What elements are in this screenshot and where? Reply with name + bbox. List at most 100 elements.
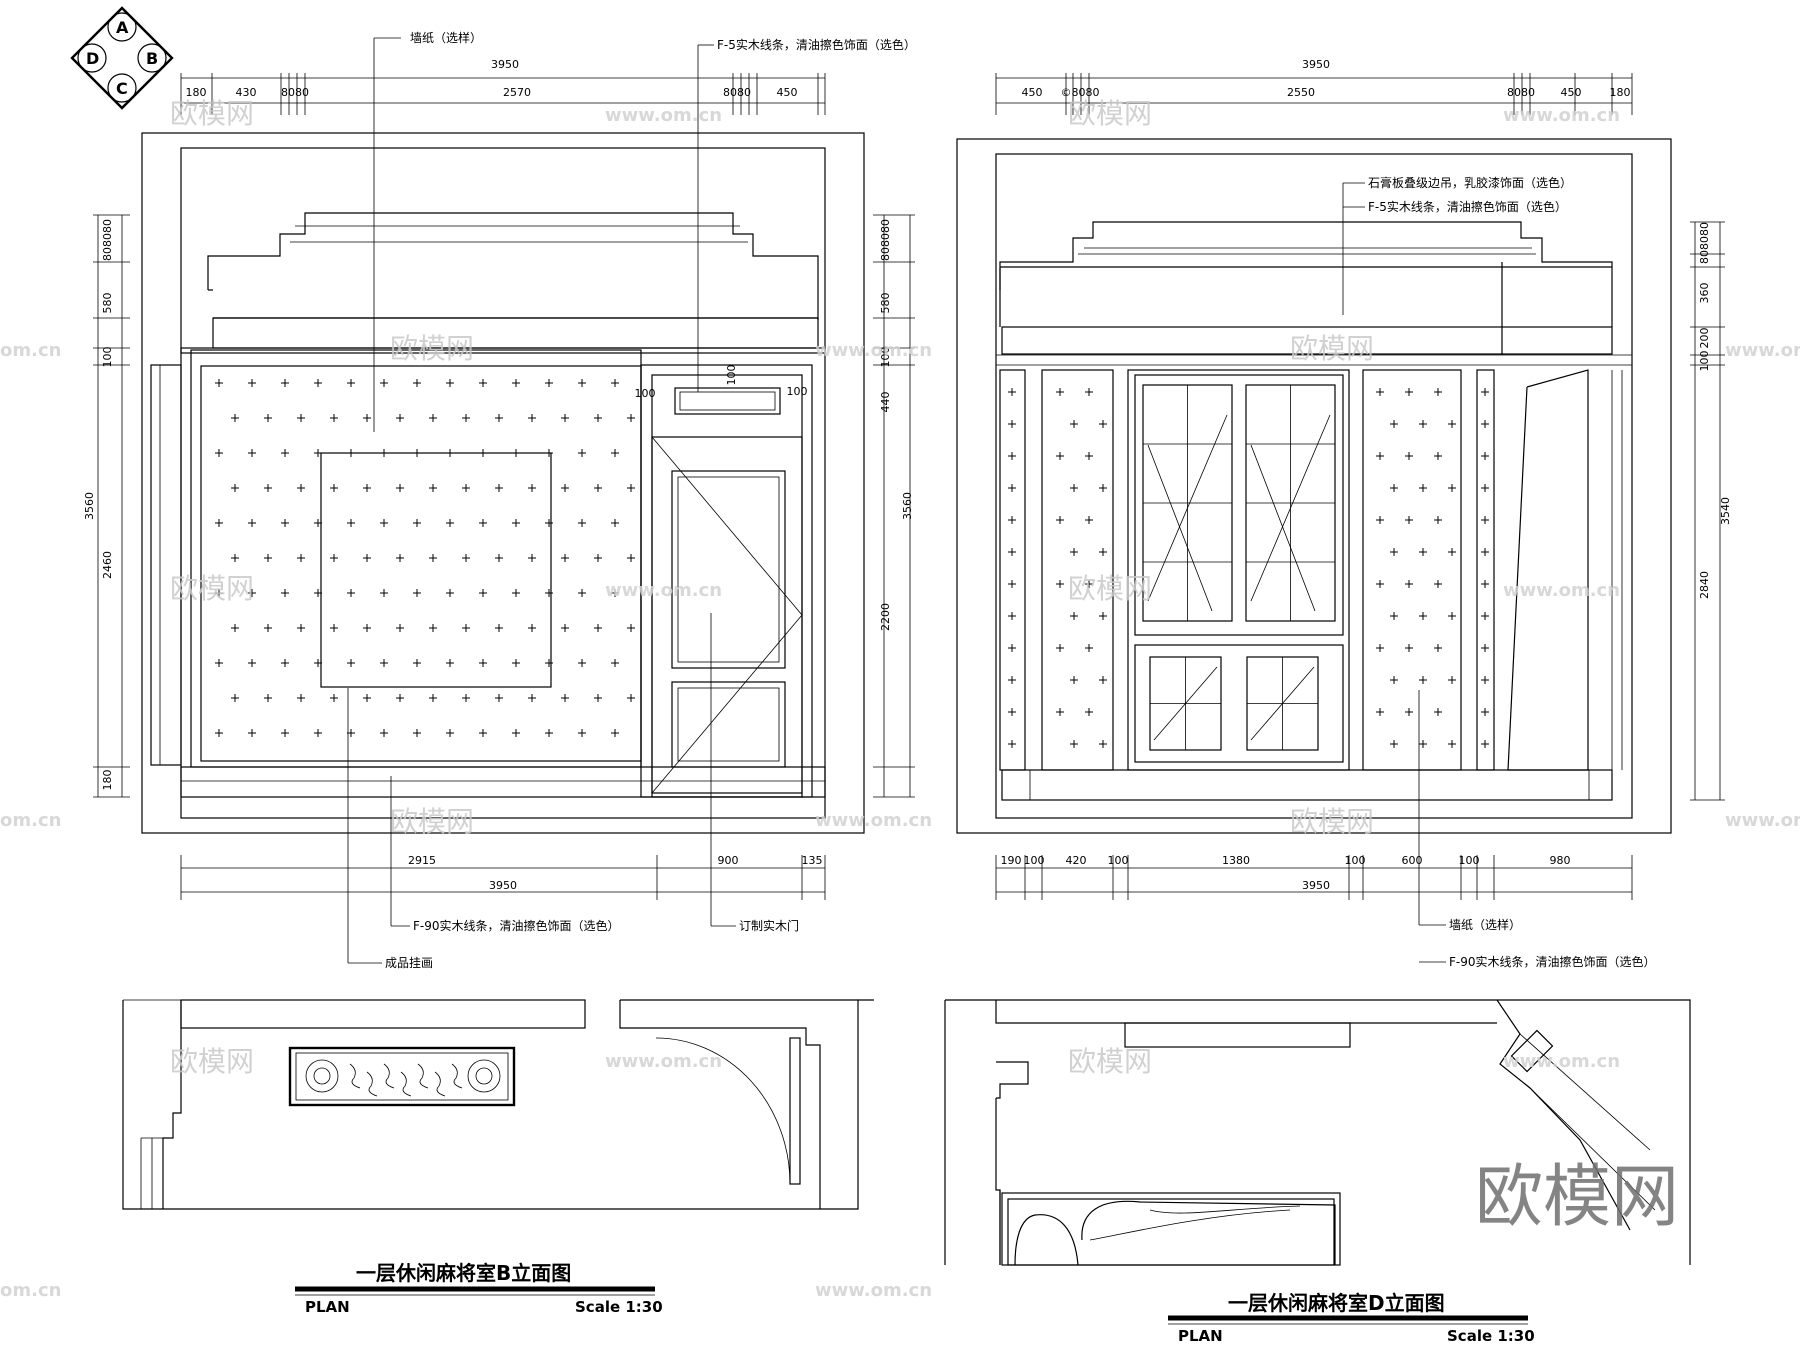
pattern-cross bbox=[1448, 484, 1456, 492]
pattern-cross bbox=[462, 414, 470, 422]
top-dim: 180 bbox=[186, 86, 207, 99]
pattern-cross bbox=[1390, 676, 1398, 684]
compass-b: B bbox=[146, 49, 158, 68]
bottom-dim: 420 bbox=[1066, 854, 1087, 867]
pattern-cross bbox=[1376, 580, 1384, 588]
pattern-cross bbox=[1070, 740, 1078, 748]
pattern-cross bbox=[1448, 420, 1456, 428]
pattern-cross bbox=[330, 554, 338, 562]
pattern-cross bbox=[578, 449, 586, 457]
glass-reflection bbox=[1250, 666, 1315, 741]
watermark-logo: 欧模网 bbox=[1068, 572, 1152, 605]
watermark-url: www.om.cn bbox=[1725, 810, 1800, 831]
top-total-dim: 3950 bbox=[491, 58, 519, 71]
window-panes bbox=[1143, 385, 1335, 750]
pattern-cross bbox=[561, 484, 569, 492]
pattern-cross bbox=[462, 624, 470, 632]
pattern-cross bbox=[1448, 740, 1456, 748]
art-flower bbox=[305, 1059, 339, 1093]
bottom-total-dim: 3950 bbox=[489, 879, 517, 892]
watermark-logo: 欧模网 bbox=[1068, 97, 1152, 130]
elevation-d: 3950 450 ©8080 2550 8080 450 180 190 100… bbox=[956, 58, 1732, 969]
wallpaper-pattern bbox=[1008, 388, 1489, 748]
pattern-cross bbox=[1099, 548, 1107, 556]
pattern-cross bbox=[1376, 644, 1384, 652]
pattern-cross bbox=[429, 554, 437, 562]
bottom-dim: 135 bbox=[802, 854, 823, 867]
pattern-cross bbox=[231, 554, 239, 562]
pattern-cross bbox=[1085, 580, 1093, 588]
right-dim: 808080 bbox=[1698, 222, 1711, 264]
pattern-cross bbox=[396, 414, 404, 422]
compass-icon: A B C D bbox=[70, 6, 174, 110]
pattern-cross bbox=[396, 484, 404, 492]
bottom-total-dim: 3950 bbox=[1302, 879, 1330, 892]
art-flower bbox=[475, 1067, 493, 1085]
pattern-cross bbox=[1085, 452, 1093, 460]
right-total-dim: 3540 bbox=[1719, 497, 1732, 525]
pattern-cross bbox=[347, 379, 355, 387]
bottom-dim: 100 bbox=[1108, 854, 1129, 867]
note-wallpaper: 墙纸（选样） bbox=[1449, 917, 1521, 932]
pattern-cross bbox=[1419, 740, 1427, 748]
top-dim: 430 bbox=[236, 86, 257, 99]
pattern-cross bbox=[512, 589, 520, 597]
watermark-url: www.om.cn bbox=[1503, 580, 1620, 601]
pattern-cross bbox=[396, 624, 404, 632]
note-f90: F-90实木线条，清油擦色饰面（选色） bbox=[1449, 954, 1656, 969]
pattern-cross bbox=[363, 484, 371, 492]
pattern-cross bbox=[1481, 676, 1489, 684]
art-flower bbox=[313, 1067, 331, 1085]
watermark-url: www.om.cn bbox=[605, 105, 722, 126]
pattern-cross bbox=[413, 519, 421, 527]
pattern-cross bbox=[264, 484, 272, 492]
pattern-cross bbox=[264, 694, 272, 702]
bottom-dim: 190 bbox=[1001, 854, 1022, 867]
pattern-cross bbox=[1481, 612, 1489, 620]
pattern-cross bbox=[1419, 420, 1427, 428]
pattern-cross bbox=[314, 729, 322, 737]
art-branch bbox=[366, 1071, 378, 1097]
watermark-url: www.om.cn bbox=[1503, 1051, 1620, 1072]
pattern-cross bbox=[1099, 612, 1107, 620]
pattern-cross bbox=[446, 449, 454, 457]
top-dim: 2550 bbox=[1287, 86, 1315, 99]
watermark-url: www.om.cn bbox=[815, 1280, 932, 1301]
pattern-cross bbox=[446, 729, 454, 737]
pattern-cross bbox=[1481, 708, 1489, 716]
pattern-cross bbox=[281, 729, 289, 737]
pattern-cross bbox=[330, 624, 338, 632]
note-f5: F-5实木线条，清油擦色饰面（选色） bbox=[717, 37, 916, 52]
right-dim: 360 bbox=[1698, 283, 1711, 304]
pattern-cross bbox=[1056, 516, 1064, 524]
pattern-cross bbox=[594, 414, 602, 422]
art-branch bbox=[349, 1063, 361, 1089]
pattern-cross bbox=[1008, 676, 1016, 684]
pattern-cross bbox=[429, 694, 437, 702]
pattern-cross bbox=[512, 449, 520, 457]
top-dim: 180 bbox=[1610, 86, 1631, 99]
pattern-cross bbox=[561, 694, 569, 702]
pattern-cross bbox=[495, 624, 503, 632]
pattern-cross bbox=[528, 414, 536, 422]
watermark-logo: 欧模网 bbox=[1290, 805, 1374, 838]
pattern-cross bbox=[347, 519, 355, 527]
pattern-cross bbox=[1008, 420, 1016, 428]
pattern-cross bbox=[545, 519, 553, 527]
bottom-dim: 980 bbox=[1550, 854, 1571, 867]
left-dim: 100 bbox=[101, 347, 114, 368]
watermark-logo: 欧模网 bbox=[170, 97, 254, 130]
pattern-cross bbox=[627, 624, 635, 632]
right-dim: 2200 bbox=[879, 603, 892, 631]
note-door: 订制实木门 bbox=[739, 918, 799, 933]
top-total-dim: 3950 bbox=[1302, 58, 1330, 71]
pattern-cross bbox=[215, 729, 223, 737]
pattern-cross bbox=[297, 624, 305, 632]
right-dim: 100 bbox=[879, 347, 892, 368]
pattern-cross bbox=[297, 694, 305, 702]
watermark-url: www.om.cn bbox=[815, 810, 932, 831]
left-dim: 580 bbox=[101, 293, 114, 314]
pattern-cross bbox=[528, 554, 536, 562]
pattern-cross bbox=[330, 414, 338, 422]
